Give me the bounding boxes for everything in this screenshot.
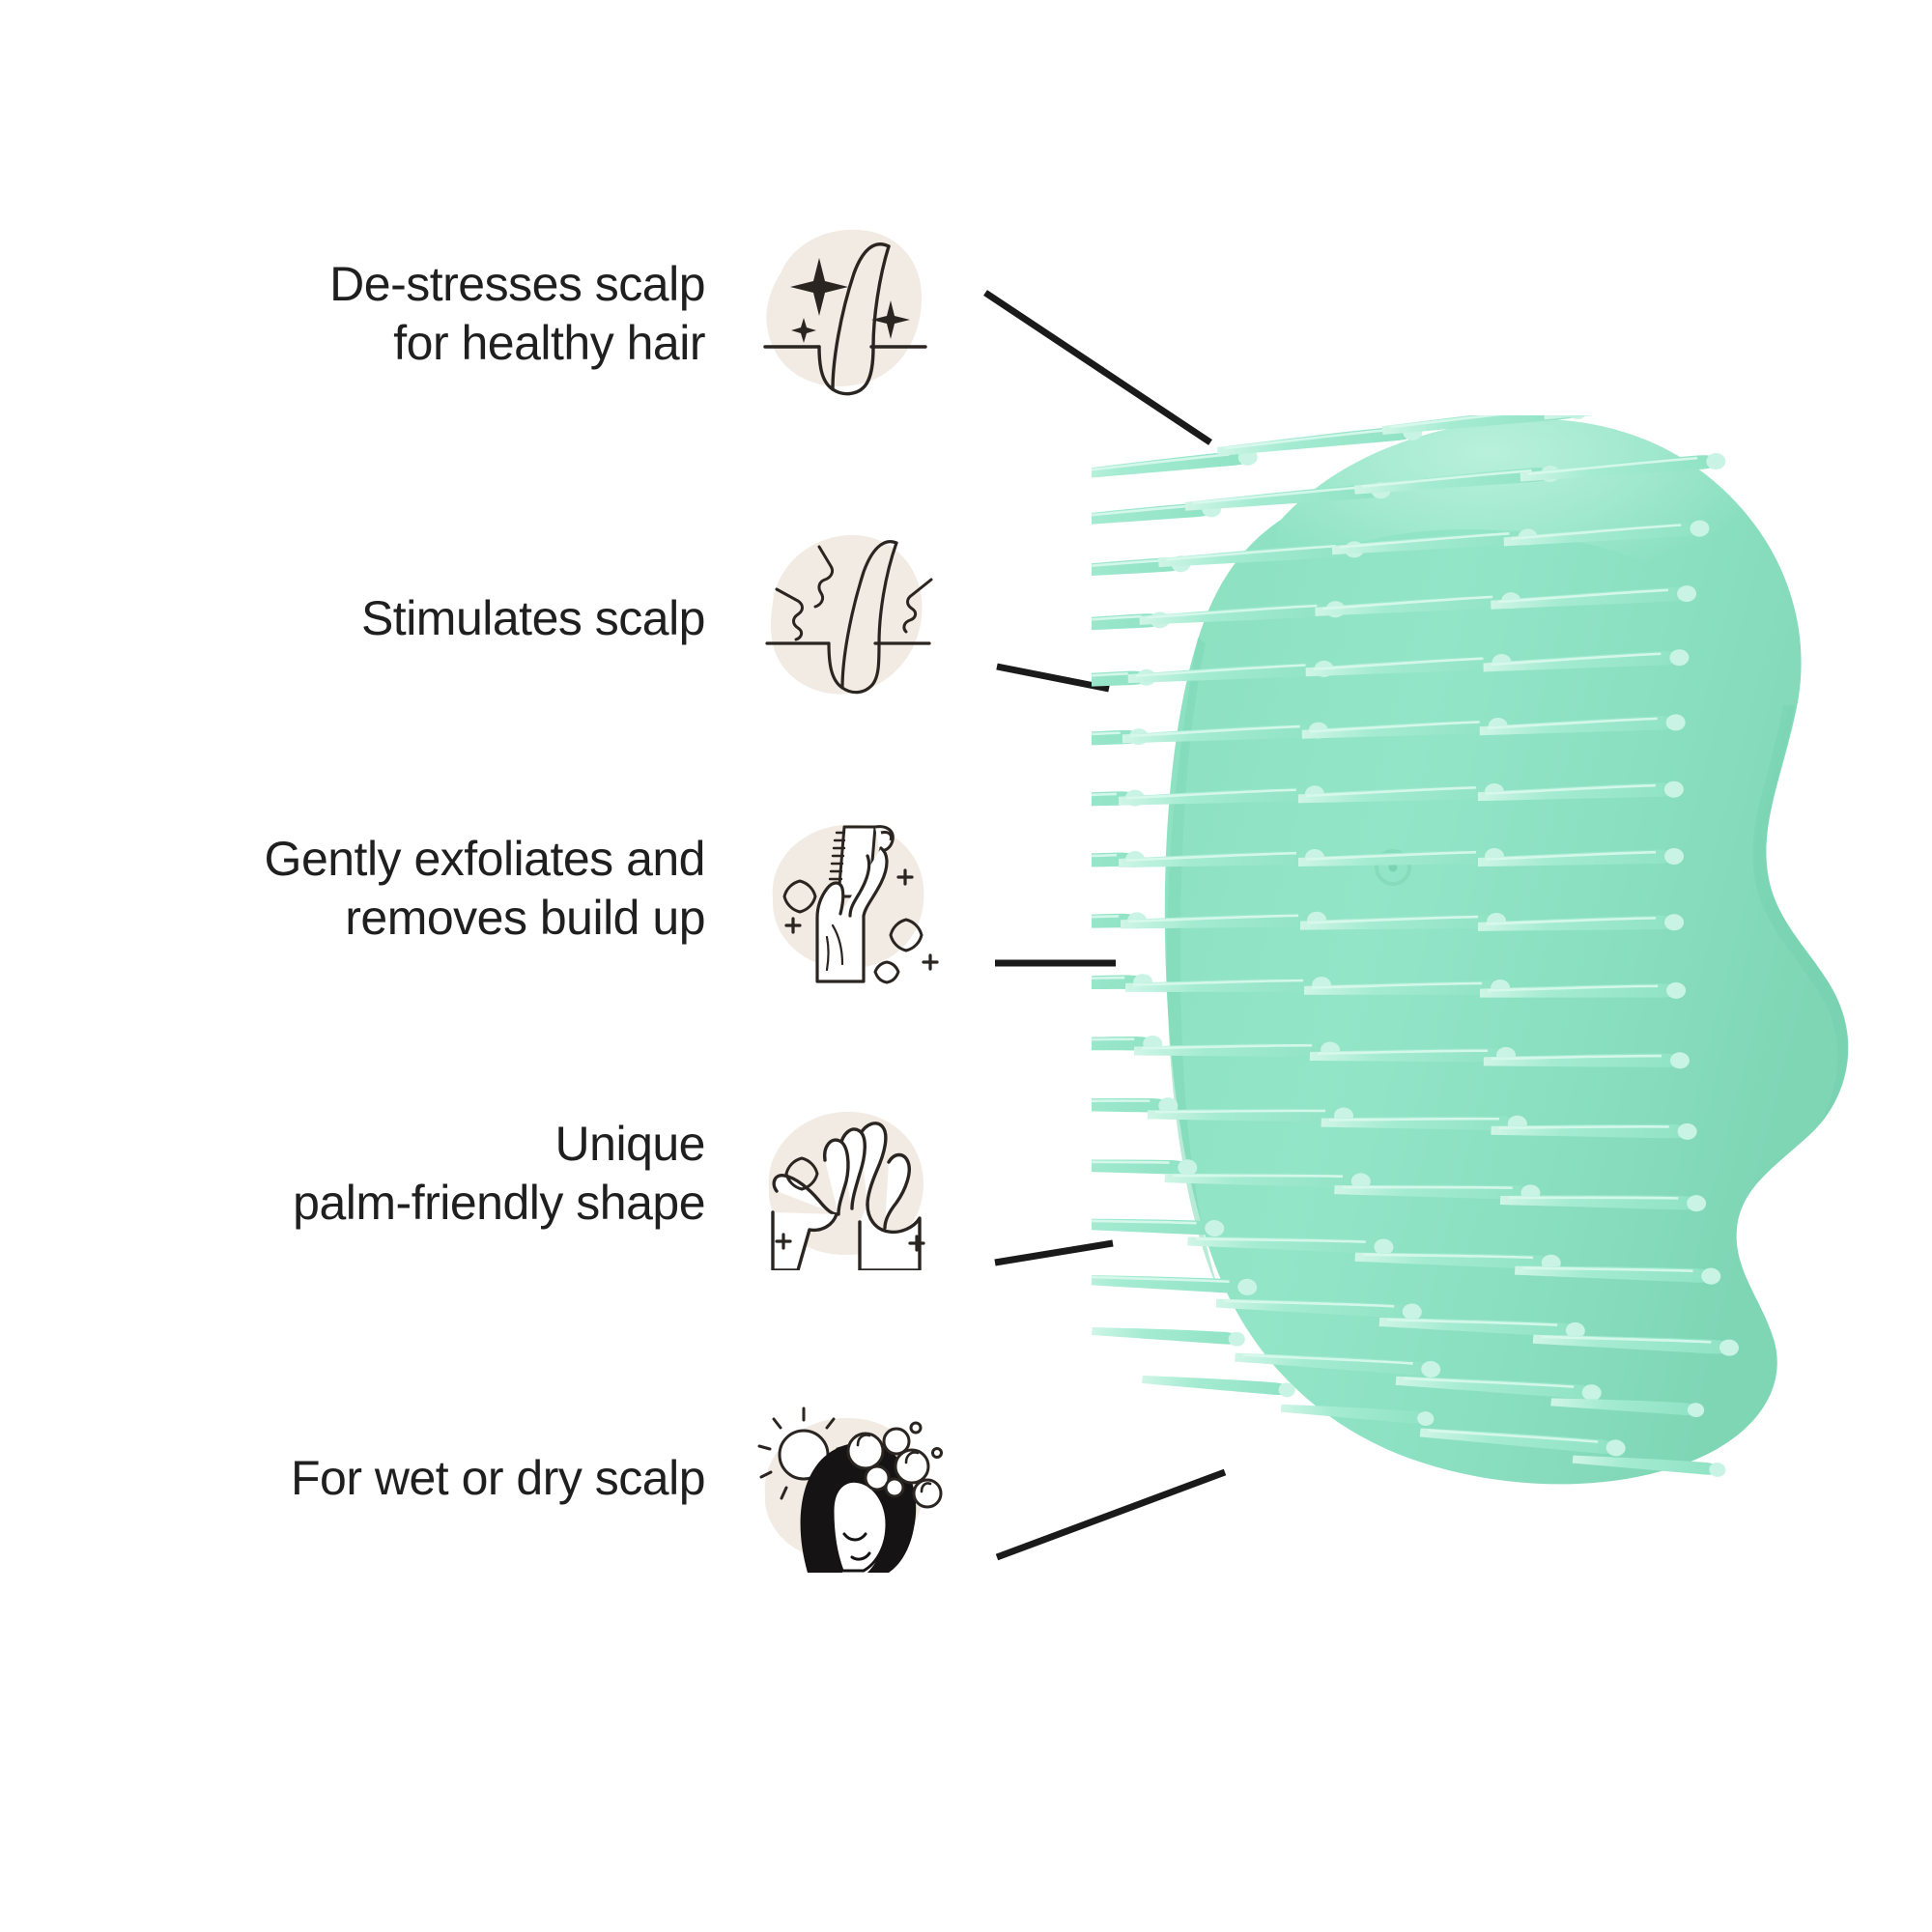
mold-pin-mark: [1375, 849, 1411, 886]
hair-follicle-stimulation-icon: [744, 522, 947, 715]
two-hands-icon: [744, 1077, 947, 1270]
brush-body: [1164, 418, 1849, 1485]
feature-label-de-stresses-scalp: De-stresses scalp for healthy hair: [329, 257, 705, 370]
feature-label-gently-exfoliates: Gently exfoliates and removes build up: [264, 832, 706, 945]
feature-label-palm-friendly-shape: Unique palm-friendly shape: [293, 1117, 705, 1230]
feature-row-stimulates-scalp: Stimulates scalp: [145, 522, 947, 715]
feature-row-palm-friendly-shape: Unique palm-friendly shape: [145, 1077, 947, 1270]
hair-follicle-sparkle-icon: [744, 217, 947, 411]
feature-row-gently-exfoliates: Gently exfoliates and removes build up: [145, 792, 947, 985]
feature-row-de-stresses-scalp: De-stresses scalp for healthy hair: [145, 217, 947, 411]
feature-label-stimulates-scalp: Stimulates scalp: [360, 590, 706, 645]
feature-row-wet-or-dry-scalp: For wet or dry scalp: [145, 1381, 947, 1575]
hand-holding-brush-icon: [744, 792, 947, 985]
woman-washing-hair-icon: [744, 1381, 947, 1575]
feature-label-wet-or-dry-scalp: For wet or dry scalp: [290, 1450, 706, 1505]
product-image-scalp-brush: [1092, 415, 1932, 1497]
